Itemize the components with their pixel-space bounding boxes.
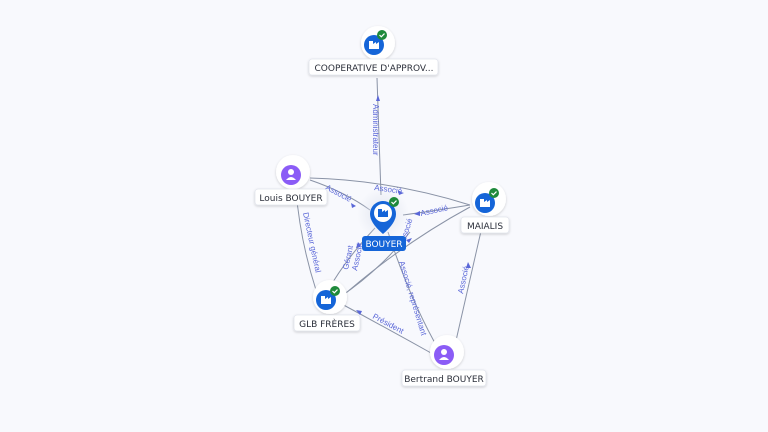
node-label: GLB FRÈRES bbox=[299, 318, 355, 330]
node-label: Louis BOUYER bbox=[259, 194, 322, 204]
edge-bertrand-glb bbox=[337, 301, 441, 359]
edge-label-bertrand-maialis: Associé bbox=[456, 265, 471, 295]
node-louis[interactable]: Louis BOUYER bbox=[254, 155, 328, 206]
edge-louis-maialis bbox=[309, 177, 471, 206]
node-label: MAIALIS bbox=[467, 222, 503, 232]
verified-check-icon bbox=[330, 286, 340, 296]
edge-label-louis-dg: Directeur général bbox=[301, 212, 323, 274]
node-label: Bertrand BOUYER bbox=[404, 375, 484, 385]
company-icon bbox=[378, 209, 388, 217]
edge-arrow bbox=[351, 203, 356, 208]
edge-label-coop: Administrateur bbox=[371, 104, 380, 156]
edge-label-louis-associe: Associé bbox=[324, 183, 353, 204]
node-maialis[interactable]: MAIALIS bbox=[460, 182, 510, 234]
verified-check-icon bbox=[489, 188, 499, 198]
edge-arrow bbox=[466, 262, 471, 268]
verified-check-icon bbox=[389, 197, 399, 207]
node-cooperative[interactable]: COOPERATIVE D'APPROV... bbox=[308, 26, 439, 76]
node-label: COOPERATIVE D'APPROV... bbox=[315, 64, 434, 74]
node-bertrand[interactable]: Bertrand BOUYER bbox=[401, 335, 487, 387]
node-label: BOUYER bbox=[365, 240, 402, 250]
edge-arrow bbox=[356, 310, 362, 315]
edge-bertrand-maialis bbox=[454, 217, 485, 346]
edge-arrow bbox=[414, 211, 420, 216]
edge-arrow bbox=[376, 95, 380, 101]
edge-maialis-center bbox=[402, 204, 471, 216]
edge-arrow bbox=[406, 238, 412, 243]
edge-label-bertrand-president: Président bbox=[371, 312, 406, 336]
node-center-bouyer[interactable]: BOUYER bbox=[357, 188, 409, 251]
edge-arrow bbox=[356, 242, 361, 248]
verified-check-icon bbox=[377, 30, 387, 40]
node-glb[interactable]: GLB FRÈRES bbox=[293, 280, 361, 332]
edge-label-maialis: Associé bbox=[420, 203, 450, 218]
